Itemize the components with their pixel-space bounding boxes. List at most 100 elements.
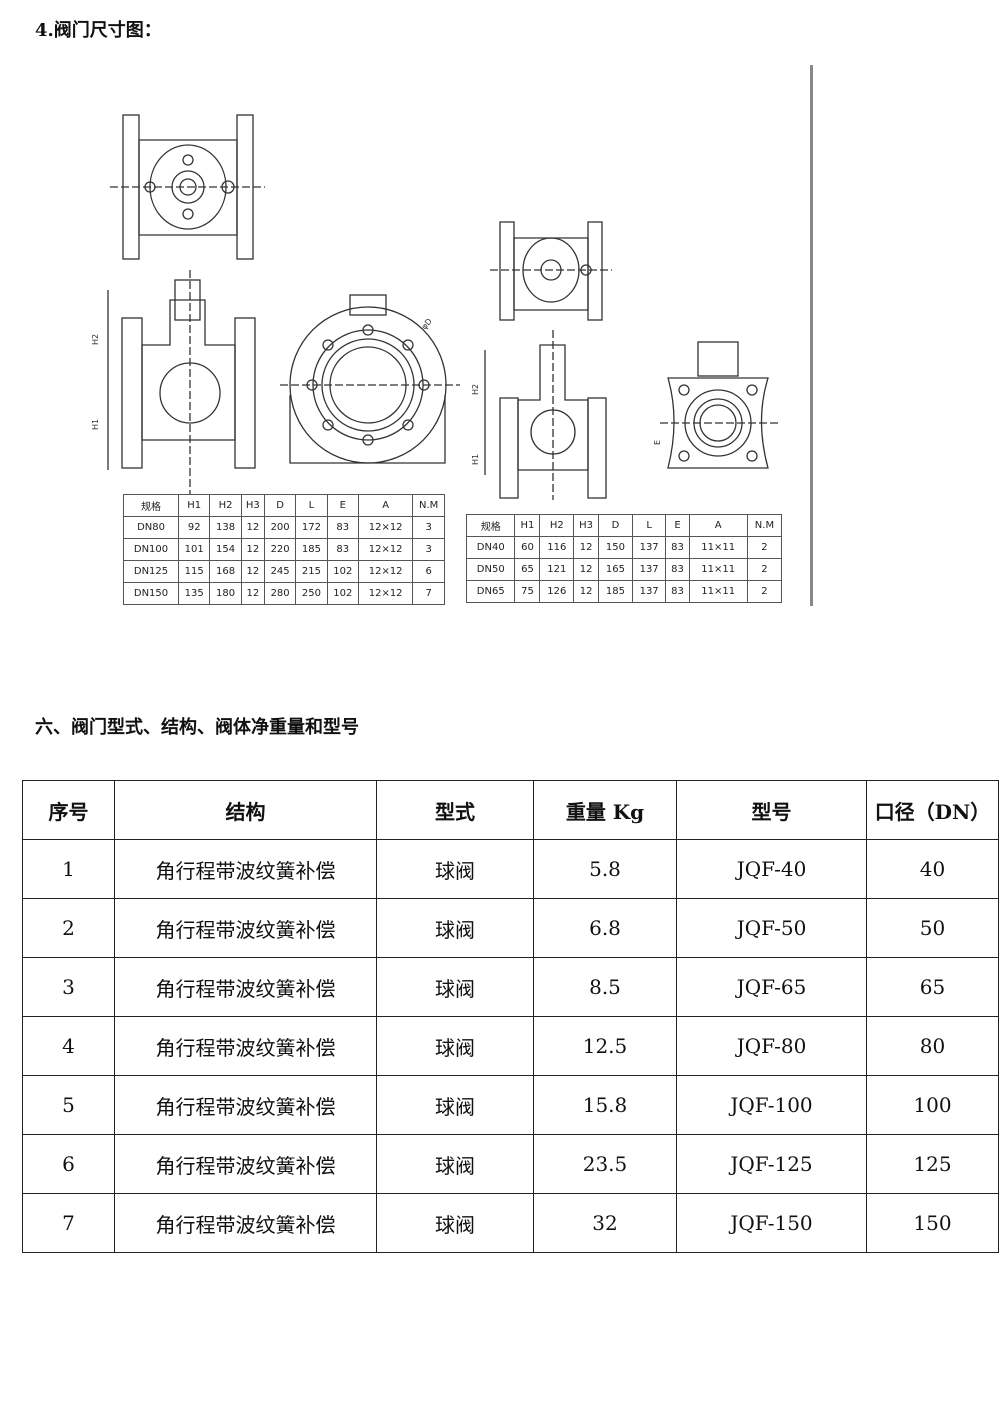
- header-cell: H2: [539, 514, 575, 537]
- header-cell: D: [598, 514, 633, 537]
- table-cell: 220: [263, 538, 297, 561]
- table-cell: 60: [514, 536, 541, 559]
- header-cell: D: [263, 494, 297, 517]
- header-cell: A: [688, 514, 748, 537]
- table-cell: 154: [209, 538, 242, 561]
- table-cell: 角行程带波纹簧补偿: [114, 1193, 377, 1253]
- header-cell: 型号: [676, 780, 867, 840]
- table-cell: 165: [598, 558, 633, 581]
- table-cell: 12: [240, 538, 265, 561]
- table-cell: 球阀: [376, 1016, 534, 1076]
- table-cell: 5: [22, 1075, 115, 1135]
- table-cell: 80: [866, 1016, 999, 1076]
- table-cell: DN65: [465, 580, 516, 603]
- table-cell: 1: [22, 839, 115, 899]
- table-cell: 6: [412, 560, 445, 583]
- table-cell: 12: [240, 560, 265, 583]
- table-header-row: 规格 H1 H2 H3 D L E A N.M: [122, 494, 445, 517]
- table-cell: 11×11: [688, 558, 748, 581]
- table-cell: 球阀: [376, 1193, 534, 1253]
- table-header-row: 规格 H1 H2 H3 D L E A N.M: [465, 514, 783, 537]
- table-cell: 球阀: [376, 1134, 534, 1194]
- table-cell: 83: [665, 580, 690, 603]
- label-h1: H1: [91, 419, 100, 430]
- table-cell: 球阀: [376, 957, 534, 1017]
- table-cell: 83: [665, 558, 690, 581]
- table-cell: 12: [573, 558, 600, 581]
- table-cell: DN40: [465, 536, 516, 559]
- table-cell: DN100: [122, 538, 180, 561]
- table-cell: 101: [178, 538, 211, 561]
- table-cell: 12×12: [357, 560, 414, 583]
- table-cell: 200: [263, 516, 297, 539]
- table-cell: JQF-100: [676, 1075, 867, 1135]
- section-4-title: 4.阀门尺寸图：: [35, 20, 162, 41]
- table-cell: 250: [295, 582, 328, 605]
- table-cell: 135: [178, 582, 211, 605]
- table-cell: 245: [263, 560, 297, 583]
- table-cell: 7: [412, 582, 445, 605]
- table-cell: 92: [178, 516, 211, 539]
- header-cell: 口径（DN）: [866, 780, 999, 840]
- table-cell: 185: [295, 538, 328, 561]
- table-cell: 3: [22, 957, 115, 1017]
- table-cell: JQF-150: [676, 1193, 867, 1253]
- table-cell: 121: [539, 558, 575, 581]
- table-cell: 6: [22, 1134, 115, 1194]
- header-cell: L: [631, 514, 667, 537]
- header-cell: 规格: [465, 514, 516, 537]
- header-cell: E: [665, 514, 690, 537]
- table-cell: 137: [631, 580, 667, 603]
- large-valve-section-view: [107, 270, 256, 495]
- table-cell: 12×12: [357, 582, 414, 605]
- table-cell: 2: [22, 898, 115, 958]
- table-cell: 3: [412, 538, 445, 561]
- table-cell: 15.8: [533, 1075, 677, 1135]
- table-cell: 137: [631, 536, 667, 559]
- header-cell: L: [295, 494, 328, 517]
- table-cell: 126: [539, 580, 575, 603]
- header-cell: 型式: [376, 780, 534, 840]
- table-cell: 100: [866, 1075, 999, 1135]
- table-cell: 138: [209, 516, 242, 539]
- header-cell: H1: [514, 514, 541, 537]
- table-cell: 角行程带波纹簧补偿: [114, 957, 377, 1017]
- table-cell: 球阀: [376, 1075, 534, 1135]
- small-valve-section-view: [484, 330, 607, 500]
- table-cell: 12: [240, 516, 265, 539]
- table-cell: JQF-40: [676, 839, 867, 899]
- header-cell: H3: [573, 514, 600, 537]
- table-cell: 83: [326, 538, 359, 561]
- table-cell: 角行程带波纹簧补偿: [114, 1075, 377, 1135]
- table-cell: JQF-80: [676, 1016, 867, 1076]
- table-cell: 83: [326, 516, 359, 539]
- table-cell: 50: [866, 898, 999, 958]
- table-cell: 65: [866, 957, 999, 1017]
- table-cell: 40: [866, 839, 999, 899]
- table-cell: 12×12: [357, 516, 414, 539]
- table-cell: 215: [295, 560, 328, 583]
- table-cell: 3: [412, 516, 445, 539]
- label-h2-small: H2: [471, 384, 480, 395]
- header-cell: E: [326, 494, 359, 517]
- label-h2: H2: [91, 334, 100, 345]
- table-cell: 12.5: [533, 1016, 677, 1076]
- table-cell: 球阀: [376, 839, 534, 899]
- table-cell: 12×12: [357, 538, 414, 561]
- section-6-title: 六、阀门型式、结构、阀体净重量和型号: [35, 717, 359, 738]
- table-cell: 12: [573, 536, 600, 559]
- table-cell: DN150: [122, 582, 180, 605]
- header-cell: 序号: [22, 780, 115, 840]
- table-cell: DN80: [122, 516, 180, 539]
- table-cell: JQF-50: [676, 898, 867, 958]
